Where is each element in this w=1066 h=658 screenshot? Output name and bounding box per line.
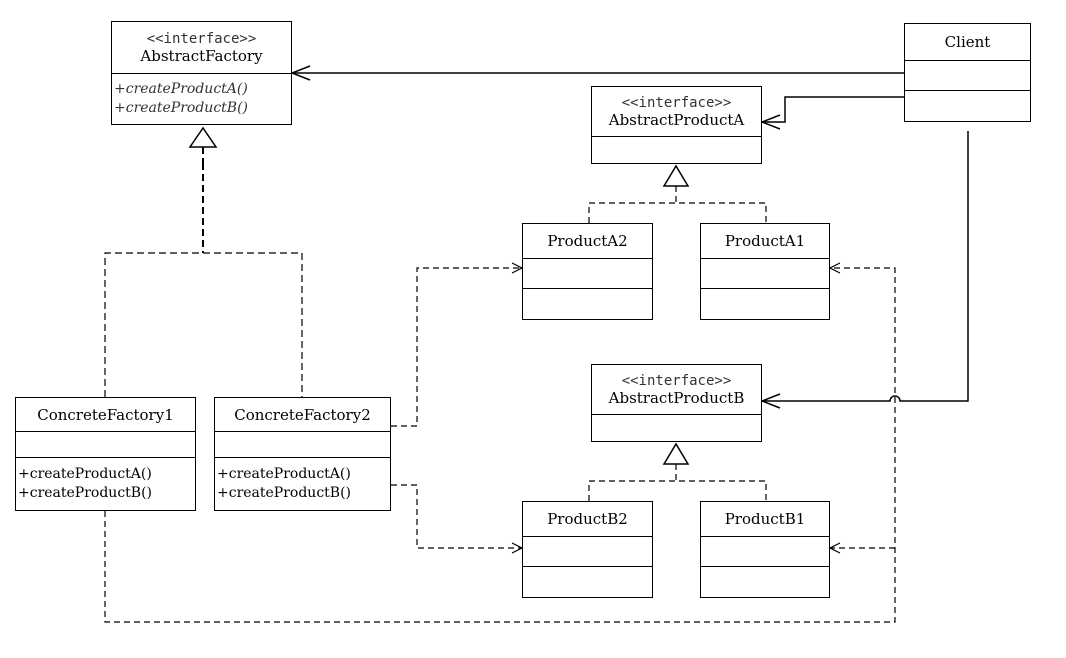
class-name: AbstractProductB [608,388,745,407]
operation-create-product-a: +createProductA() [217,466,351,482]
operations-section: +createProductA() +createProductB() [215,458,390,510]
attributes-section [523,537,652,567]
class-abstract-factory[interactable]: <<interface>> AbstractFactory +createPro… [111,21,292,125]
stereotype-label: <<interface>> [621,94,732,111]
operations-section: +createProductA() +createProductB() [112,74,291,124]
association-client-abstractproductb [762,131,968,401]
class-product-a2[interactable]: ProductA2 [522,223,653,320]
operation-create-product-a: +createProductA() [18,466,152,482]
class-client[interactable]: Client [904,23,1031,122]
class-abstract-product-a[interactable]: <<interface>> AbstractProductA [591,86,762,164]
class-name: ConcreteFactory1 [37,405,174,424]
attributes-section [905,61,1030,91]
class-product-b1[interactable]: ProductB1 [700,501,830,598]
class-name-section: <<interface>> AbstractFactory [112,22,291,74]
operation-create-product-b: +createProductB() [217,485,352,501]
class-name: AbstractFactory [140,46,263,65]
class-name: ProductA1 [724,232,806,250]
class-product-a1[interactable]: ProductA1 [700,223,830,320]
class-concrete-factory-2[interactable]: ConcreteFactory2 +createProductA() +crea… [214,397,391,511]
attributes-section [592,137,761,163]
dependency-cf2-producta2 [391,268,522,426]
operations-section [701,567,829,597]
class-name-section: <<interface>> AbstractProductA [592,87,761,137]
class-name-section: ConcreteFactory1 [16,398,195,432]
class-name: AbstractProductA [608,110,745,129]
class-name-section: ProductB1 [701,502,829,537]
class-abstract-product-b[interactable]: <<interface>> AbstractProductB [591,364,762,442]
class-name-section: ProductA2 [523,224,652,259]
attributes-section [592,415,761,441]
attributes-section [523,259,652,289]
operation-create-product-b: +createProductB() [18,485,153,501]
class-product-b2[interactable]: ProductB2 [522,501,653,598]
operation-create-product-a: +createProductA() [114,81,248,97]
operations-section [905,91,1030,121]
class-name: ProductB1 [724,510,806,528]
realization-productsb-bracket [589,481,766,501]
class-name-section: <<interface>> AbstractProductB [592,365,761,415]
class-concrete-factory-1[interactable]: ConcreteFactory1 +createProductA() +crea… [15,397,196,511]
class-name-section: ConcreteFactory2 [215,398,390,432]
realization-concretefactories-bracket [105,253,302,397]
operations-section [523,289,652,319]
class-name: ConcreteFactory2 [234,405,371,424]
class-name: ProductA2 [547,232,628,250]
class-name: ProductB2 [547,510,628,528]
association-client-abstractproducta [762,97,904,122]
realization-triangle-abstractproducta [662,164,690,187]
class-name-section: ProductA1 [701,224,829,259]
class-name-section: Client [905,24,1030,61]
attributes-section [701,537,829,567]
realization-triangle-abstractproductb [662,442,690,465]
class-name-section: ProductB2 [523,502,652,537]
class-name: Client [944,33,991,51]
stereotype-label: <<interface>> [146,30,257,47]
stereotype-label: <<interface>> [621,372,732,389]
operations-section [523,567,652,597]
attributes-section [215,432,390,458]
dependency-cf1-products1-route [105,268,895,622]
operations-section [701,289,829,319]
dependency-cf2-productb2 [391,485,522,548]
operation-create-product-b: +createProductB() [114,100,249,116]
realization-triangle-abstractfactory [188,126,218,148]
attributes-section [701,259,829,289]
attributes-section [16,432,195,458]
realization-productsa-bracket [589,203,766,223]
operations-section: +createProductA() +createProductB() [16,458,195,510]
